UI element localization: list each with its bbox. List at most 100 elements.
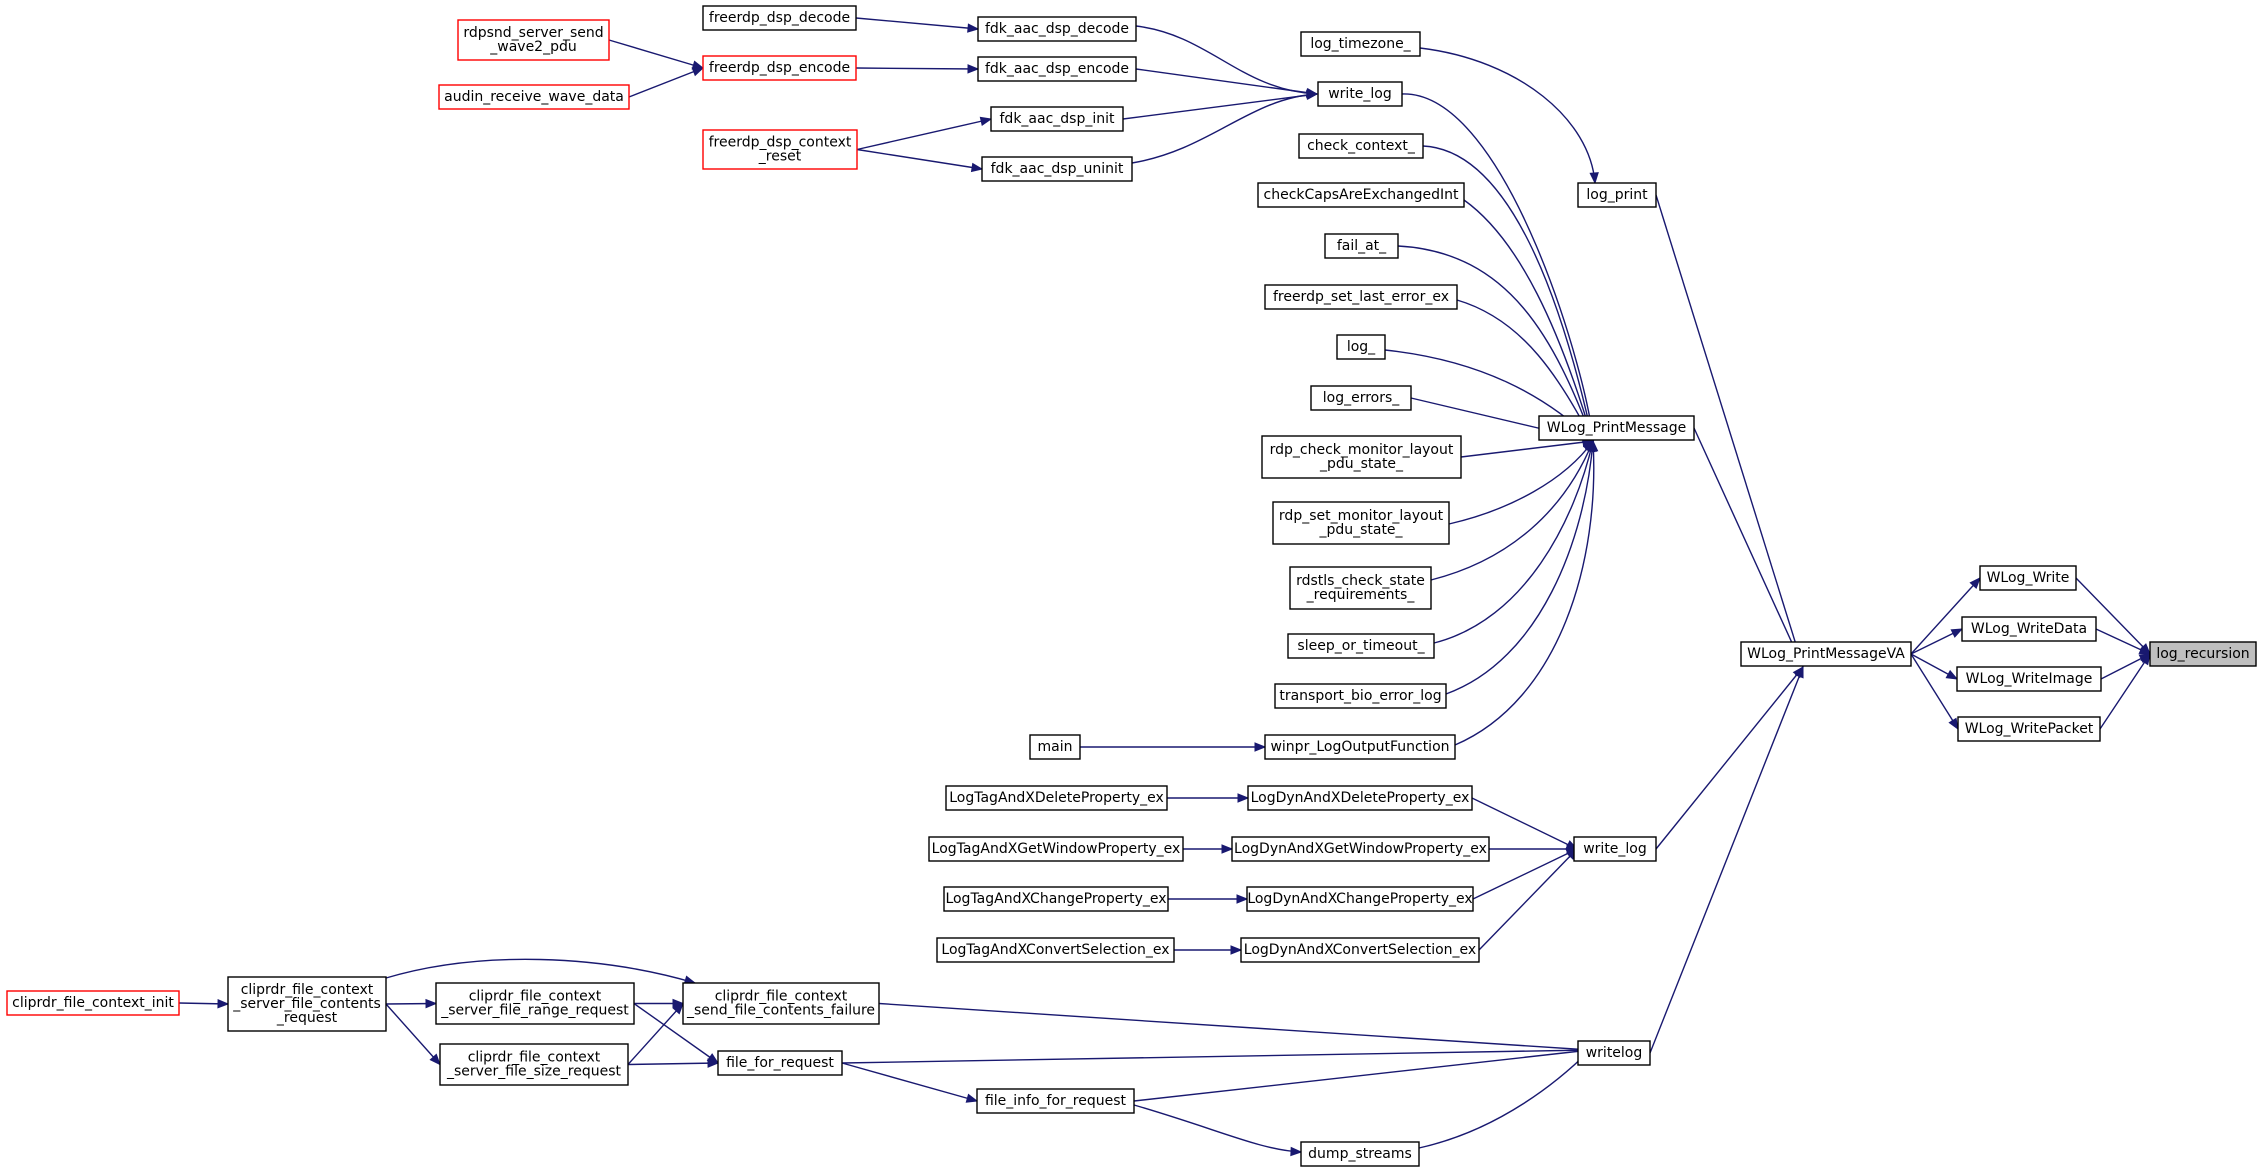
node-fdk-aac-dsp-encode[interactable]: fdk_aac_dsp_encode xyxy=(977,56,1137,82)
node-label: log_timezone_ xyxy=(1310,36,1411,52)
edge-write_log_dsp-to-WLog_PrintMessage xyxy=(1401,93,1594,442)
edge-arrowhead xyxy=(967,23,980,33)
node-cliprdr-file-context-server-file-size-request[interactable]: cliprdr_file_context_server_file_size_re… xyxy=(439,1043,629,1086)
node-rdstls-check-state-requirements-[interactable]: rdstls_check_state_requirements_ xyxy=(1289,566,1432,610)
node-freerdp-set-last-error-ex[interactable]: freerdp_set_last_error_ex xyxy=(1264,284,1458,310)
edge-arrowhead xyxy=(1969,577,1981,589)
edge-arrowhead xyxy=(965,1093,979,1103)
node-cliprdr-file-context-server-file-contents-request[interactable]: cliprdr_file_context_server_file_content… xyxy=(227,976,387,1032)
node-log-errors-[interactable]: log_errors_ xyxy=(1310,385,1412,411)
node-logtagandxconvertselection-ex[interactable]: LogTagAndXConvertSelection_ex xyxy=(936,937,1175,963)
node-label: _requirements_ xyxy=(1306,587,1416,603)
node-box xyxy=(936,937,1175,963)
node-logdynandxdeleteproperty-ex[interactable]: LogDynAndXDeleteProperty_ex xyxy=(1247,785,1473,811)
edge-arrowhead xyxy=(970,162,984,173)
node-label: log_errors_ xyxy=(1323,390,1401,406)
node-log-recursion[interactable]: log_recursion xyxy=(2149,641,2257,667)
node-logtagandxchangeproperty-ex[interactable]: LogTagAndXChangeProperty_ex xyxy=(943,886,1169,912)
node-box xyxy=(1324,233,1399,259)
node-label: rdstls_check_state xyxy=(1296,573,1425,589)
node-label: audin_receive_wave_data xyxy=(444,89,624,105)
node-dump-streams[interactable]: dump_streams xyxy=(1300,1141,1420,1167)
node-main[interactable]: main xyxy=(1029,734,1081,760)
node-wlog-writeimage[interactable]: WLog_WriteImage xyxy=(1956,666,2102,692)
edge-arrowhead xyxy=(1230,945,1243,955)
node-box xyxy=(1300,31,1421,57)
node-label: freerdp_dsp_context xyxy=(709,135,852,151)
node-box xyxy=(1272,501,1450,545)
edge-WLog_WritePacket-to-log_recursion xyxy=(2099,653,2151,730)
node-audin-receive-wave-data[interactable]: audin_receive_wave_data xyxy=(438,84,630,110)
node-write-log-dsp[interactable]: write_log xyxy=(1317,81,1403,107)
node-log-[interactable]: log_ xyxy=(1336,334,1386,360)
node-label: fdk_aac_dsp_encode xyxy=(985,61,1129,77)
node-box xyxy=(1264,284,1458,310)
node-freerdp-dsp-decode[interactable]: freerdp_dsp_decode xyxy=(702,5,857,31)
node-check-context-[interactable]: check_context_ xyxy=(1298,133,1424,159)
node-writelog[interactable]: writelog xyxy=(1577,1040,1651,1066)
edge-cliprdr_file_context_server_file_size_request-to-file_for_request xyxy=(627,1062,719,1066)
node-rdp-set-monitor-layout-pdu-state-[interactable]: rdp_set_monitor_layout_pdu_state_ xyxy=(1272,501,1450,545)
node-label: _reset xyxy=(758,149,802,165)
node-label: _server_file_contents xyxy=(232,996,381,1012)
node-logdynandxgetwindowproperty-ex[interactable]: LogDynAndXGetWindowProperty_ex xyxy=(1231,836,1490,862)
node-box xyxy=(1957,716,2101,742)
edge-arrowhead xyxy=(967,64,980,74)
node-label: rdp_check_monitor_layout xyxy=(1270,442,1454,458)
node-checkcapsareexchangedint[interactable]: checkCapsAreExchangedInt xyxy=(1257,182,1465,208)
node-fdk-aac-dsp-init[interactable]: fdk_aac_dsp_init xyxy=(990,106,1124,132)
node-label: writelog xyxy=(1586,1045,1643,1061)
node-box xyxy=(457,19,610,61)
node-write-log-x[interactable]: write_log xyxy=(1573,836,1657,862)
node-label: fdk_aac_dsp_init xyxy=(1000,111,1115,127)
node-label: _wave2_pdu xyxy=(489,39,576,55)
node-sleep-or-timeout-[interactable]: sleep_or_timeout_ xyxy=(1287,633,1435,659)
node-wlog-printmessageva[interactable]: WLog_PrintMessageVA xyxy=(1740,641,1912,667)
node-cliprdr-file-context-init[interactable]: cliprdr_file_context_init xyxy=(6,990,180,1016)
node-logdynandxchangeproperty-ex[interactable]: LogDynAndXChangeProperty_ex xyxy=(1246,886,1474,912)
node-label: LogDynAndXGetWindowProperty_ex xyxy=(1234,841,1487,857)
node-box xyxy=(943,886,1169,912)
node-box xyxy=(439,1043,629,1086)
node-label: LogTagAndXGetWindowProperty_ex xyxy=(932,841,1181,857)
edge-winpr_LogOutputFunction-to-WLog_PrintMessage xyxy=(1454,440,1595,746)
node-log-print[interactable]: log_print xyxy=(1577,182,1657,208)
node-logtagandxgetwindowproperty-ex[interactable]: LogTagAndXGetWindowProperty_ex xyxy=(928,836,1184,862)
node-cliprdr-file-context-server-file-range-request[interactable]: cliprdr_file_context_server_file_range_r… xyxy=(435,982,635,1025)
node-file-for-request[interactable]: file_for_request xyxy=(717,1050,843,1076)
edge-log_print-to-WLog_PrintMessageVA xyxy=(1655,194,1804,668)
node-file-info-for-request[interactable]: file_info_for_request xyxy=(976,1088,1135,1114)
node-wlog-writedata[interactable]: WLog_WriteData xyxy=(1961,616,2097,642)
node-box xyxy=(702,129,858,170)
node-box xyxy=(702,5,857,31)
node-cliprdr-file-context-send-file-contents-failure[interactable]: cliprdr_file_context_send_file_contents_… xyxy=(682,982,880,1025)
node-wlog-writepacket[interactable]: WLog_WritePacket xyxy=(1957,716,2101,742)
node-wlog-printmessage[interactable]: WLog_PrintMessage xyxy=(1538,415,1695,441)
edge-WLog_PrintMessage-to-WLog_PrintMessageVA xyxy=(1693,427,1804,668)
node-label: cliprdr_file_context xyxy=(468,1050,601,1066)
edge-file_for_request-to-writelog xyxy=(841,1049,1591,1064)
node-box xyxy=(435,982,635,1025)
node-wlog-write[interactable]: WLog_Write xyxy=(1979,565,2077,591)
node-logtagandxdeleteproperty-ex[interactable]: LogTagAndXDeleteProperty_ex xyxy=(945,785,1168,811)
node-box xyxy=(1264,734,1456,760)
edge-WLog_PrintMessageVA-to-WLog_Write xyxy=(1910,577,1981,655)
node-fail-at-[interactable]: fail_at_ xyxy=(1324,233,1399,259)
node-transport-bio-error-log[interactable]: transport_bio_error_log xyxy=(1274,683,1447,709)
node-fdk-aac-dsp-decode[interactable]: fdk_aac_dsp_decode xyxy=(977,16,1137,42)
node-label: log_recursion xyxy=(2156,646,2249,662)
node-freerdp-dsp-encode[interactable]: freerdp_dsp_encode xyxy=(702,55,857,81)
node-winpr-logoutputfunction[interactable]: winpr_LogOutputFunction xyxy=(1264,734,1456,760)
node-box xyxy=(1300,1141,1420,1167)
node-label: file_info_for_request xyxy=(985,1093,1127,1109)
node-log-timezone-[interactable]: log_timezone_ xyxy=(1300,31,1421,57)
node-logdynandxconvertselection-ex[interactable]: LogDynAndXConvertSelection_ex xyxy=(1240,937,1480,963)
node-fdk-aac-dsp-uninit[interactable]: fdk_aac_dsp_uninit xyxy=(981,156,1133,182)
node-rdp-check-monitor-layout-pdu-state-[interactable]: rdp_check_monitor_layout_pdu_state_ xyxy=(1261,435,1462,479)
node-rdpsnd-server-send-wave2-pdu[interactable]: rdpsnd_server_send_wave2_pdu xyxy=(457,19,610,61)
node-freerdp-dsp-context-reset[interactable]: freerdp_dsp_context_reset xyxy=(702,129,858,170)
edge-arrowhead xyxy=(1221,844,1234,854)
node-label: log_ xyxy=(1347,339,1376,355)
node-box xyxy=(977,56,1137,82)
node-box xyxy=(1247,785,1473,811)
